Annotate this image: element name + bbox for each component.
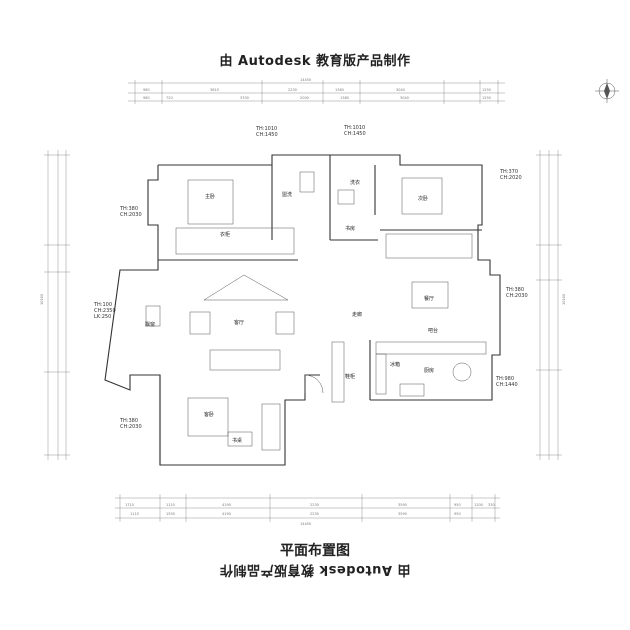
- room-shoe-cabinet: 鞋柜: [345, 373, 355, 380]
- walls: [104, 154, 501, 466]
- dim-bot-12: 2230: [310, 512, 319, 516]
- dim-top-6: 1250: [482, 88, 491, 92]
- plan-title: 平面布置图: [280, 543, 350, 559]
- furniture: [145, 171, 487, 451]
- room-corridor: 走廊: [352, 311, 362, 318]
- dim-top-12: 3040: [400, 96, 409, 100]
- annotation-th-6: TH:380: [505, 287, 524, 293]
- dim-top-4: 1360: [335, 88, 344, 92]
- bottom-dimension-lines: 1710 1110 4190 2230 3590 950 1200 330 11…: [115, 494, 500, 526]
- dim-top-3: 2230: [288, 88, 297, 92]
- dim-bot-6: 950: [454, 503, 461, 507]
- annotation-th-5: TH:100: [93, 302, 112, 308]
- room-kitchen: 厨房: [424, 367, 434, 374]
- dim-top-11: 1380: [340, 96, 349, 100]
- annotation-ch-2: CH:1450: [344, 131, 366, 137]
- right-dimension-lines: 10160: [536, 150, 566, 460]
- dim-bot-14: 950: [454, 512, 461, 516]
- room-dining: 餐厅: [424, 295, 434, 302]
- dim-top-1: 980: [143, 88, 150, 92]
- top-dimension-lines: 14450 980 3610 2230 1360 3040 1250 980 7…: [128, 78, 505, 104]
- dim-bottom-total: 14450: [300, 522, 311, 526]
- annotation-ch-7: CH:1440: [496, 382, 518, 388]
- annotation-th-1: TH:1010: [255, 126, 277, 132]
- annotation-ch-5: CH:2350: [94, 308, 116, 314]
- annotation-th-8: TH:380: [119, 418, 138, 424]
- room-desk: 书桌: [232, 437, 242, 444]
- room-labels: 主卧 盥洗 洗衣 次卧 书房 飘窗 客厅 走廊 餐厅 厨房 客卧 衣柜 鞋柜 吧…: [145, 179, 438, 444]
- room-bar: 吧台: [428, 327, 438, 334]
- dim-bot-2: 1110: [166, 503, 175, 507]
- dim-bot-7: 1200: [474, 503, 483, 507]
- dim-bot-4: 2230: [310, 503, 319, 507]
- room-laundry: 洗衣: [350, 179, 360, 186]
- room-living: 客厅: [234, 319, 244, 326]
- dim-bot-9: 1110: [130, 512, 139, 516]
- annotation-ch-4: CH:2030: [120, 212, 142, 218]
- dim-bot-10: 1550: [166, 512, 175, 516]
- dim-top-7: 980: [143, 96, 150, 100]
- watermark-top: 由 Autodesk 教育版产品制作: [219, 54, 411, 69]
- dim-top-8: 720: [166, 96, 173, 100]
- dim-bot-8: 330: [488, 503, 495, 507]
- room-bay-window: 飘窗: [145, 321, 155, 328]
- annotations: TH:1010 CH:1450 TH:1010 CH:1450 TH:370 C…: [93, 125, 528, 430]
- dim-bot-3: 4190: [222, 503, 231, 507]
- annotation-th-3: TH:370: [499, 169, 518, 175]
- dim-top-9: 3330: [240, 96, 249, 100]
- annotation-ch-6: CH:2030: [506, 293, 528, 299]
- room-master-bedroom: 主卧: [205, 193, 215, 200]
- dim-right-total: 10160: [562, 294, 566, 305]
- dim-top-5: 3040: [396, 88, 405, 92]
- dim-bot-13: 3590: [398, 512, 407, 516]
- dim-left-total: 10160: [40, 294, 44, 305]
- dim-top-13: 1250: [482, 96, 491, 100]
- room-second-bedroom: 次卧: [418, 195, 428, 202]
- room-study: 书房: [345, 225, 355, 232]
- annotation-ch-3: CH:2020: [500, 175, 522, 181]
- annotation-ch-1: CH:1450: [256, 132, 278, 138]
- room-bathroom: 盥洗: [282, 191, 292, 198]
- left-dimension-lines: 10160: [40, 150, 70, 460]
- annotation-ch-8: CH:2030: [120, 424, 142, 430]
- room-wardrobe: 衣柜: [220, 231, 230, 238]
- room-guest-bedroom: 客卧: [204, 411, 214, 418]
- annotation-th-4: TH:380: [119, 206, 138, 212]
- annotation-th-2: TH:1010: [343, 125, 365, 131]
- dim-top-10: 2000: [300, 96, 309, 100]
- watermark-bottom: 由 Autodesk 教育版产品制作: [219, 562, 411, 577]
- north-compass-icon: [595, 79, 619, 103]
- annotation-lk-5: LK:250: [94, 314, 111, 320]
- dim-bot-1: 1710: [125, 503, 134, 507]
- dim-bot-5: 3590: [398, 503, 407, 507]
- room-fridge: 冰箱: [390, 361, 400, 368]
- dim-top-2: 3610: [210, 88, 219, 92]
- dim-top-total: 14450: [300, 78, 311, 82]
- annotation-th-7: TH:980: [495, 376, 514, 382]
- dim-bot-11: 4190: [222, 512, 231, 516]
